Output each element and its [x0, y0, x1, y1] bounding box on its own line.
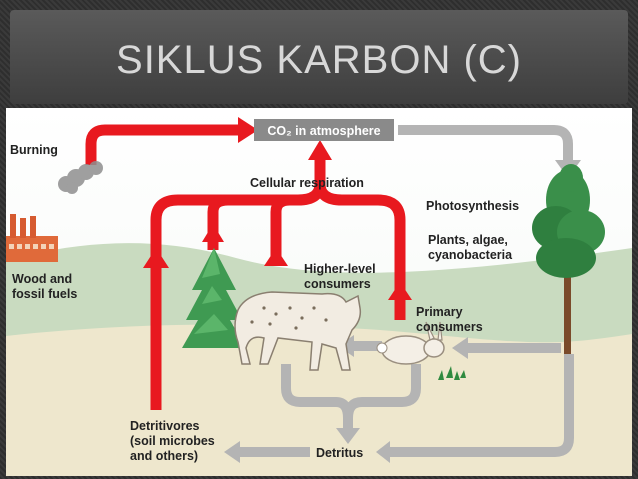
factory-icon: [6, 214, 58, 262]
detritivores-line-1: Detritivores: [130, 419, 200, 433]
plants-label: Plants, algae, cyanobacteria: [428, 233, 513, 262]
wood-fuels-line-1: Wood and: [12, 272, 72, 286]
pine-tree-icon: [182, 248, 246, 348]
wood-fuels-line-2: fossil fuels: [12, 287, 77, 301]
detritivores-line-2: (soil microbes: [130, 434, 215, 448]
large-tree-icon: [532, 164, 605, 354]
primary-consumers-label: Primary consumers: [416, 305, 483, 334]
grass-icon: [438, 366, 466, 380]
detritivores-label: Detritivores (soil microbes and others): [130, 419, 218, 463]
title-bar: SIKLUS KARBON (C): [10, 10, 628, 104]
co2-label: CO₂ in atmosphere: [267, 124, 380, 138]
slide-title: SIKLUS KARBON (C): [116, 38, 522, 82]
higher-consumers-line-2: consumers: [304, 277, 371, 291]
burning-label: Burning: [10, 143, 58, 157]
detritivores-line-3: and others): [130, 449, 198, 463]
flow-rabbit-to-detritus: [343, 364, 421, 419]
higher-consumers-line-1: Higher-level: [304, 262, 376, 276]
rabbit-icon: [376, 321, 445, 365]
primary-consumers-line-2: consumers: [416, 320, 483, 334]
lynx-icon: [234, 291, 362, 371]
gray-flows: [238, 125, 574, 457]
cellular-respiration-label: Cellular respiration: [250, 176, 364, 190]
photosynthesis-label: Photosynthesis: [426, 199, 519, 213]
detritus-label: Detritus: [316, 446, 363, 460]
smoke-icon: [58, 161, 103, 194]
wood-fuels-label: Wood and fossil fuels: [12, 272, 77, 301]
plants-label-line-2: cyanobacteria: [428, 248, 513, 262]
flow-respiration-consumer-join: [270, 194, 291, 232]
red-arrowheads: [143, 117, 412, 300]
plants-label-line-1: Plants, algae,: [428, 233, 508, 247]
flow-burning: [85, 124, 240, 165]
higher-consumers-label: Higher-level consumers: [304, 262, 379, 291]
primary-consumers-line-1: Primary: [416, 305, 463, 319]
flow-respiration-right: [314, 183, 406, 300]
flow-respiration-tree-join: [207, 194, 229, 230]
co2-box: [254, 119, 394, 141]
carbon-cycle-diagram: CO₂ in atmosphere: [6, 108, 632, 476]
flow-plants-to-detritus: [386, 354, 574, 457]
flow-to-photosynthesis: [398, 125, 573, 160]
